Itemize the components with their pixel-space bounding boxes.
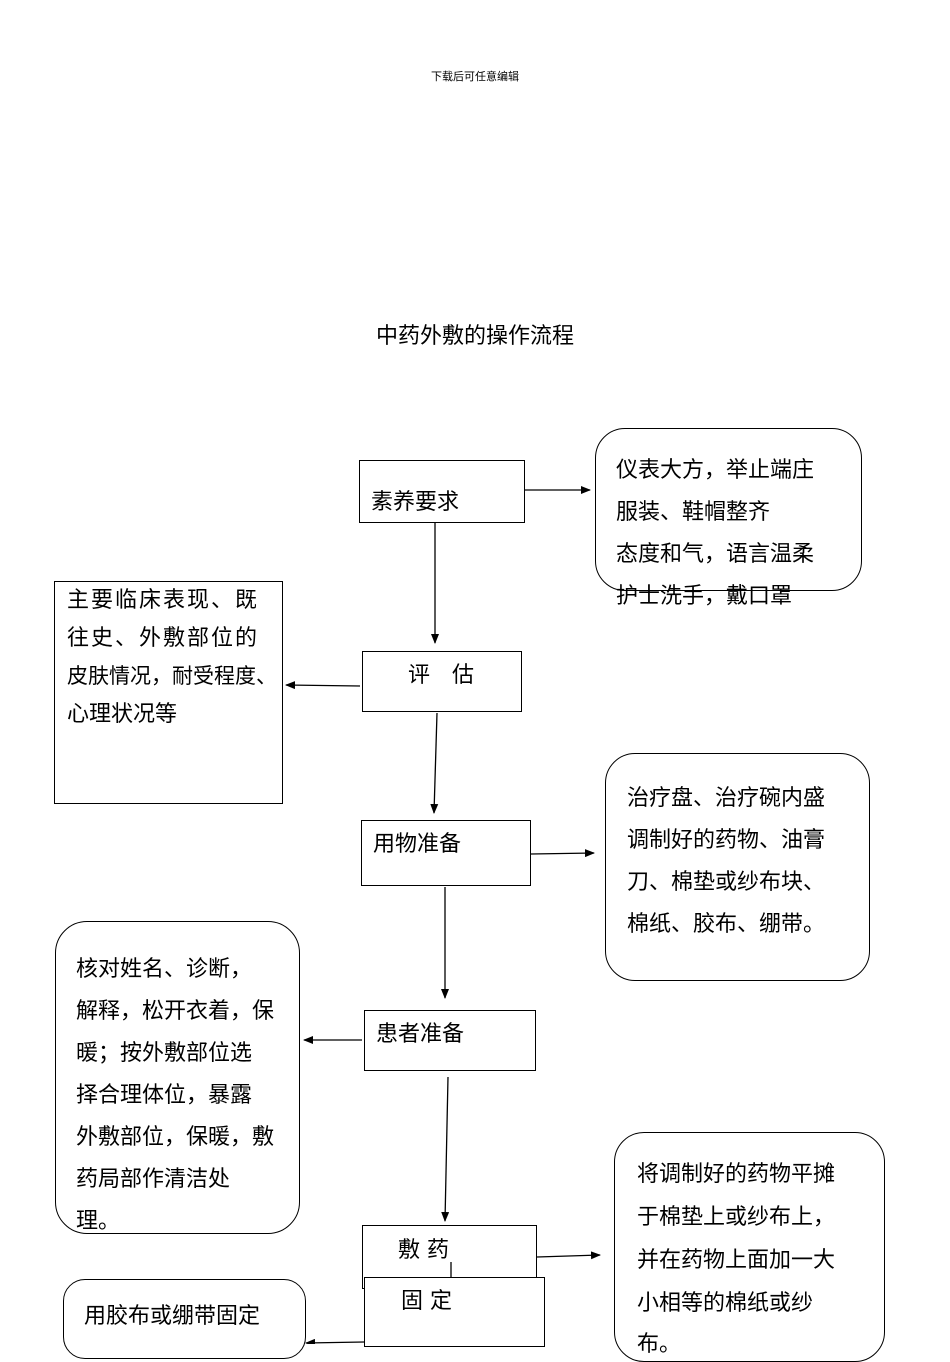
arrow-pinggu-to-note [285,681,361,690]
arrow-yongwu-to-note [530,849,595,858]
step-label-pinggu: 评 估 [408,663,475,688]
step-label-fuyao: 敷 药 [398,1238,449,1263]
note-yongwu-line-2: 调制好的药物、油膏 [627,828,826,853]
note-huanzhe-line-2: 解释，松开衣着，保 [76,999,275,1024]
page-title: 中药外敷的操作流程 [375,324,574,349]
note-suyang-line-2: 服装、鞋帽整齐 [616,500,771,525]
note-box-pinggu [54,581,283,804]
note-fuyao-line-3: 并在药物上面加一大 [637,1248,836,1273]
note-box-suyang [595,428,862,591]
step-label-yongwu: 用物准备 [373,832,462,857]
note-pinggu-line-4: 心理状况等 [67,702,178,727]
step-label-guding: 固 定 [401,1289,452,1314]
page-header: 下载后可任意编辑 [431,70,519,83]
note-box-yongwu [605,753,870,981]
step-label-huanzhe: 患者准备 [376,1022,465,1047]
note-huanzhe-line-6: 药局部作清洁处 [76,1167,231,1192]
note-guding-line-1: 用胶布或绷带固定 [84,1304,261,1329]
step-box-huanzhe [364,1010,536,1071]
note-fuyao-line-4: 小相等的棉纸或纱 [637,1291,814,1316]
note-fuyao-line-1: 将调制好的药物平摊 [637,1162,836,1187]
note-fuyao-line-5: 布。 [637,1332,682,1357]
note-box-huanzhe [55,921,300,1234]
step-box-pinggu [362,651,522,712]
note-pinggu-line-3: 皮肤情况，耐受程度、 [67,664,277,688]
step-box-suyang [359,460,525,523]
note-huanzhe-line-7: 理。 [76,1209,121,1234]
arrow-fuyao-to-note [536,1251,601,1260]
note-huanzhe-line-4: 择合理体位，暴露 [76,1083,253,1108]
note-yongwu-line-4: 棉纸、胶布、绷带。 [627,912,826,937]
note-pinggu-line-2: 往史、外敷部位的 [67,626,260,651]
note-huanzhe-line-1: 核对姓名、诊断， [76,957,253,982]
note-yongwu-line-1: 治疗盘、治疗碗内盛 [627,786,826,811]
arrow-huanzhe-to-fuyao [441,1076,450,1222]
step-box-yongwu [361,820,531,886]
note-huanzhe-line-3: 暖；按外敷部位选 [76,1041,253,1066]
note-yongwu-line-3: 刀、棉垫或纱布块、 [627,870,826,895]
note-fuyao-line-2: 于棉垫上或纱布上， [637,1205,836,1230]
note-suyang-line-3: 态度和气，语言温柔 [616,542,815,567]
step-box-guding [364,1277,545,1347]
note-suyang-line-4: 护士洗手，戴口罩 [616,584,793,609]
note-suyang-line-1: 仪表大方，举止端庄 [616,458,815,483]
step-label-suyang: 素养要求 [371,490,460,515]
note-huanzhe-line-5: 外敷部位，保暖，敷 [76,1125,275,1150]
arrow-guding-to-note [305,1338,365,1344]
arrow-pinggu-to-yongwu [430,712,439,814]
note-pinggu-line-1: 主要临床表现、既 [67,588,260,613]
